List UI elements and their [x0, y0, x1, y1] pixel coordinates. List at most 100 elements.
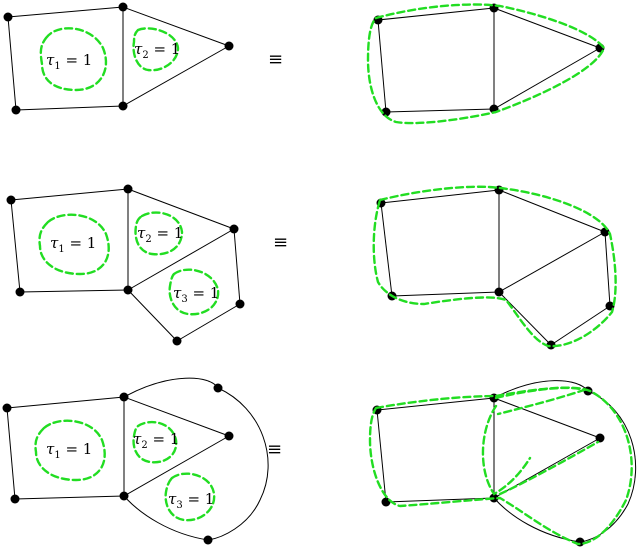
- edge: [19, 289, 129, 293]
- edge: [7, 6, 124, 18]
- row-3: τ1 = 1 τ2 = 1 τ3 = 1 ≡: [2, 377, 637, 547]
- vertices: [2, 383, 234, 545]
- vertex: [6, 195, 16, 205]
- edge: [123, 377, 219, 398]
- vertex: [2, 403, 12, 413]
- vertex: [118, 101, 128, 111]
- edge: [550, 305, 611, 346]
- edge: [6, 407, 16, 500]
- inner-loop: [481, 404, 532, 496]
- weight-label: τ2 = 1: [134, 40, 180, 61]
- face-loop: [132, 420, 178, 464]
- edge: [10, 188, 129, 201]
- edge: [7, 16, 17, 111]
- edge: [498, 291, 552, 346]
- inner-loop: [494, 386, 588, 416]
- row-2: τ1 = 1 τ2 = 1 τ3 = 1 ≡: [6, 184, 617, 350]
- vertex: [235, 299, 245, 309]
- vertex: [224, 41, 234, 51]
- edge: [127, 289, 178, 342]
- row-3-right-graph: [368, 380, 637, 547]
- row-1-right-graph: [366, 3, 606, 125]
- edge: [233, 228, 241, 305]
- equivalence-symbol: ≡: [267, 439, 282, 460]
- edge: [498, 189, 606, 233]
- vertices: [373, 3, 605, 117]
- vertices: [3, 2, 234, 115]
- edge: [493, 47, 601, 110]
- edges: [10, 188, 241, 342]
- edge: [376, 397, 495, 411]
- edge: [493, 380, 589, 399]
- row-1-left-graph: τ1 = 1 τ2 = 1: [3, 2, 234, 115]
- face-loop: [34, 419, 106, 482]
- edge: [122, 45, 230, 107]
- vertex: [3, 12, 13, 22]
- edge: [493, 7, 601, 49]
- weight-label: τ1 = 1: [50, 234, 96, 255]
- edge: [127, 228, 235, 291]
- face-loop: [134, 211, 184, 256]
- edges: [6, 377, 269, 541]
- boundary-loop: [368, 386, 633, 546]
- boundary-loop: [366, 3, 606, 125]
- vertex: [595, 433, 605, 443]
- edge: [123, 396, 230, 437]
- weight-label: τ2 = 1: [137, 224, 183, 245]
- edge: [127, 188, 235, 230]
- edge: [377, 19, 387, 113]
- face-loop: [164, 472, 216, 522]
- weight-label: τ1 = 1: [46, 440, 92, 461]
- equivalence-symbol: ≡: [268, 49, 283, 70]
- row-1: τ1 = 1 τ2 = 1 ≡: [3, 2, 606, 125]
- vertex: [10, 494, 20, 504]
- weight-label: τ3 = 1: [168, 490, 214, 511]
- vertex: [123, 184, 133, 194]
- vertex: [11, 105, 21, 115]
- edge: [377, 7, 495, 21]
- vertex: [494, 287, 504, 297]
- edges: [7, 6, 230, 111]
- edge: [579, 390, 637, 543]
- row-3-left-graph: τ1 = 1 τ2 = 1 τ3 = 1: [2, 377, 269, 545]
- edge: [123, 435, 230, 497]
- edge: [6, 396, 125, 409]
- edge: [122, 6, 230, 47]
- edge: [176, 303, 241, 342]
- edge: [376, 409, 387, 503]
- face-loop: [39, 27, 108, 92]
- vertex: [123, 285, 133, 295]
- edge: [385, 108, 495, 113]
- face-loop: [132, 27, 180, 72]
- edge: [493, 397, 601, 439]
- edge: [15, 105, 124, 111]
- edge: [14, 495, 125, 500]
- weight-label: τ1 = 1: [46, 51, 92, 72]
- edge: [493, 497, 581, 543]
- vertices: [372, 386, 605, 547]
- vertices: [6, 184, 245, 346]
- edges: [376, 380, 637, 543]
- vertex: [381, 107, 391, 117]
- face-loop: [38, 213, 110, 276]
- vertex: [172, 336, 182, 346]
- vertex: [575, 537, 585, 547]
- vertex: [118, 2, 128, 12]
- edge: [380, 202, 393, 297]
- boundary-loop: [372, 185, 617, 348]
- equivalence-symbol: ≡: [273, 232, 288, 253]
- vertex: [15, 287, 25, 297]
- vertex: [229, 224, 239, 234]
- weight-label: τ3 = 1: [173, 284, 219, 305]
- edge: [207, 387, 269, 541]
- vertex: [203, 535, 213, 545]
- edge: [10, 199, 21, 293]
- inner-loop: [498, 440, 600, 496]
- row-2-left-graph: τ1 = 1 τ2 = 1 τ3 = 1: [6, 184, 245, 346]
- vertex: [119, 491, 129, 501]
- edge: [391, 291, 500, 297]
- edge: [123, 495, 209, 541]
- edge: [380, 189, 500, 204]
- face-loop: [168, 268, 220, 316]
